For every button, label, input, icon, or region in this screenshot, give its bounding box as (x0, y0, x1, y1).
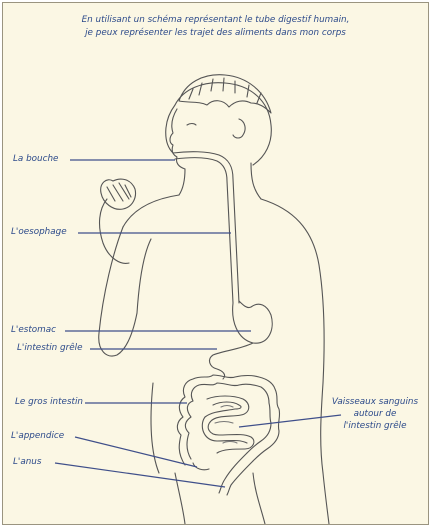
label-bouche: La bouche (13, 154, 58, 164)
label-vaisseaux: Vaisseaux sanguins autour de l'intestin … (325, 396, 425, 432)
pointer-anus (55, 463, 225, 487)
label-anus: L'anus (13, 457, 41, 467)
body-outline (99, 75, 329, 524)
label-appendice: L'appendice (11, 431, 64, 441)
digestive-tract (173, 152, 280, 495)
label-vaisseaux-line-2: autour de (325, 408, 425, 420)
label-vaisseaux-line-3: l'intestin grêle (325, 420, 425, 432)
label-oesophage: L'oesophage (11, 227, 67, 237)
label-estomac: L'estomac (11, 325, 56, 335)
pointer-lines (55, 160, 341, 487)
digestive-system-drawing (3, 3, 428, 524)
label-gros-intestin: Le gros intestin (15, 397, 83, 407)
pointer-appendice (75, 437, 197, 467)
label-intestin-grele: L'intestin grêle (17, 343, 83, 353)
label-vaisseaux-line-1: Vaisseaux sanguins (325, 396, 425, 408)
